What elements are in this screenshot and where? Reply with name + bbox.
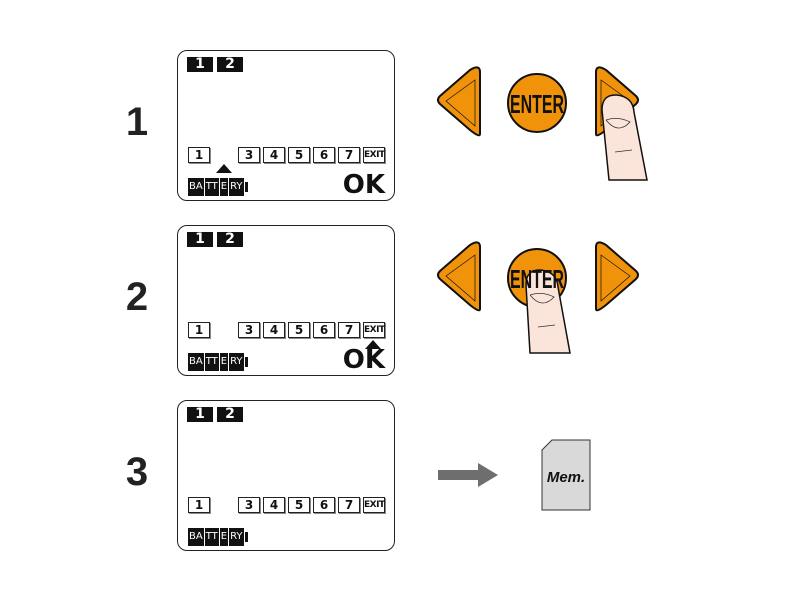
top-label: 2	[217, 407, 243, 422]
battery-segment: RY	[229, 353, 244, 371]
finger-icon	[525, 269, 571, 354]
memory-card-icon	[541, 439, 591, 511]
slot-7: 7	[338, 147, 360, 163]
step-1-buttons: ENTER	[437, 66, 648, 181]
memory-card-label: Mem.	[547, 469, 585, 486]
battery-nub	[244, 532, 248, 542]
slot-5: 5	[288, 147, 310, 163]
slot-7: 7	[338, 322, 360, 338]
slot-7: 7	[338, 497, 360, 513]
enter-label: ENTER	[510, 89, 564, 119]
slot-exit: EXIT	[363, 497, 385, 513]
slot-1: 1	[188, 322, 210, 338]
top-label: 1	[187, 407, 213, 422]
step-number: 1	[125, 100, 149, 144]
battery-segment: BA	[188, 178, 204, 196]
battery-segment: RY	[229, 528, 244, 546]
ok-indicator: OK	[342, 345, 385, 375]
left-arrow-button[interactable]	[437, 66, 481, 137]
slot-3: 3	[238, 322, 260, 338]
battery-segment: BA	[188, 353, 204, 371]
ok-indicator: OK	[342, 170, 385, 200]
step-number: 2	[125, 275, 149, 319]
left-arrow-button[interactable]	[437, 241, 481, 312]
slot-exit: EXIT	[363, 322, 385, 338]
battery-segment: BA	[188, 528, 204, 546]
right-arrow-icon	[438, 463, 498, 487]
pointer-triangle-icon	[365, 340, 381, 349]
slot-5: 5	[288, 497, 310, 513]
top-label: 1	[187, 232, 213, 247]
top-label: 2	[217, 232, 243, 247]
step-2-buttons: ENTER	[437, 241, 639, 354]
enter-label: ENTER	[510, 264, 564, 294]
battery-segment: E	[219, 353, 229, 371]
slot-4: 4	[263, 322, 285, 338]
top-label: 2	[217, 57, 243, 72]
battery-segment: TT	[204, 353, 219, 371]
battery-segment: TT	[204, 178, 219, 196]
battery-segment: RY	[229, 178, 244, 196]
right-arrow-button[interactable]	[595, 241, 639, 312]
slot-3: 3	[238, 497, 260, 513]
step-number: 3	[125, 450, 149, 494]
battery-segment: E	[219, 178, 229, 196]
slot-1: 1	[188, 147, 210, 163]
slot-4: 4	[263, 497, 285, 513]
battery-nub	[244, 182, 248, 192]
slot-exit: EXIT	[363, 147, 385, 163]
slot-6: 6	[313, 497, 335, 513]
battery-segment: E	[219, 528, 229, 546]
slot-6: 6	[313, 322, 335, 338]
slot-5: 5	[288, 322, 310, 338]
pointer-triangle-icon	[216, 164, 232, 173]
finger-icon	[601, 94, 648, 181]
step-3-result: Mem.	[438, 439, 591, 511]
slot-1: 1	[188, 497, 210, 513]
slot-4: 4	[263, 147, 285, 163]
top-label: 1	[187, 57, 213, 72]
battery-nub	[244, 357, 248, 367]
slot-3: 3	[238, 147, 260, 163]
slot-6: 6	[313, 147, 335, 163]
battery-segment: TT	[204, 528, 219, 546]
